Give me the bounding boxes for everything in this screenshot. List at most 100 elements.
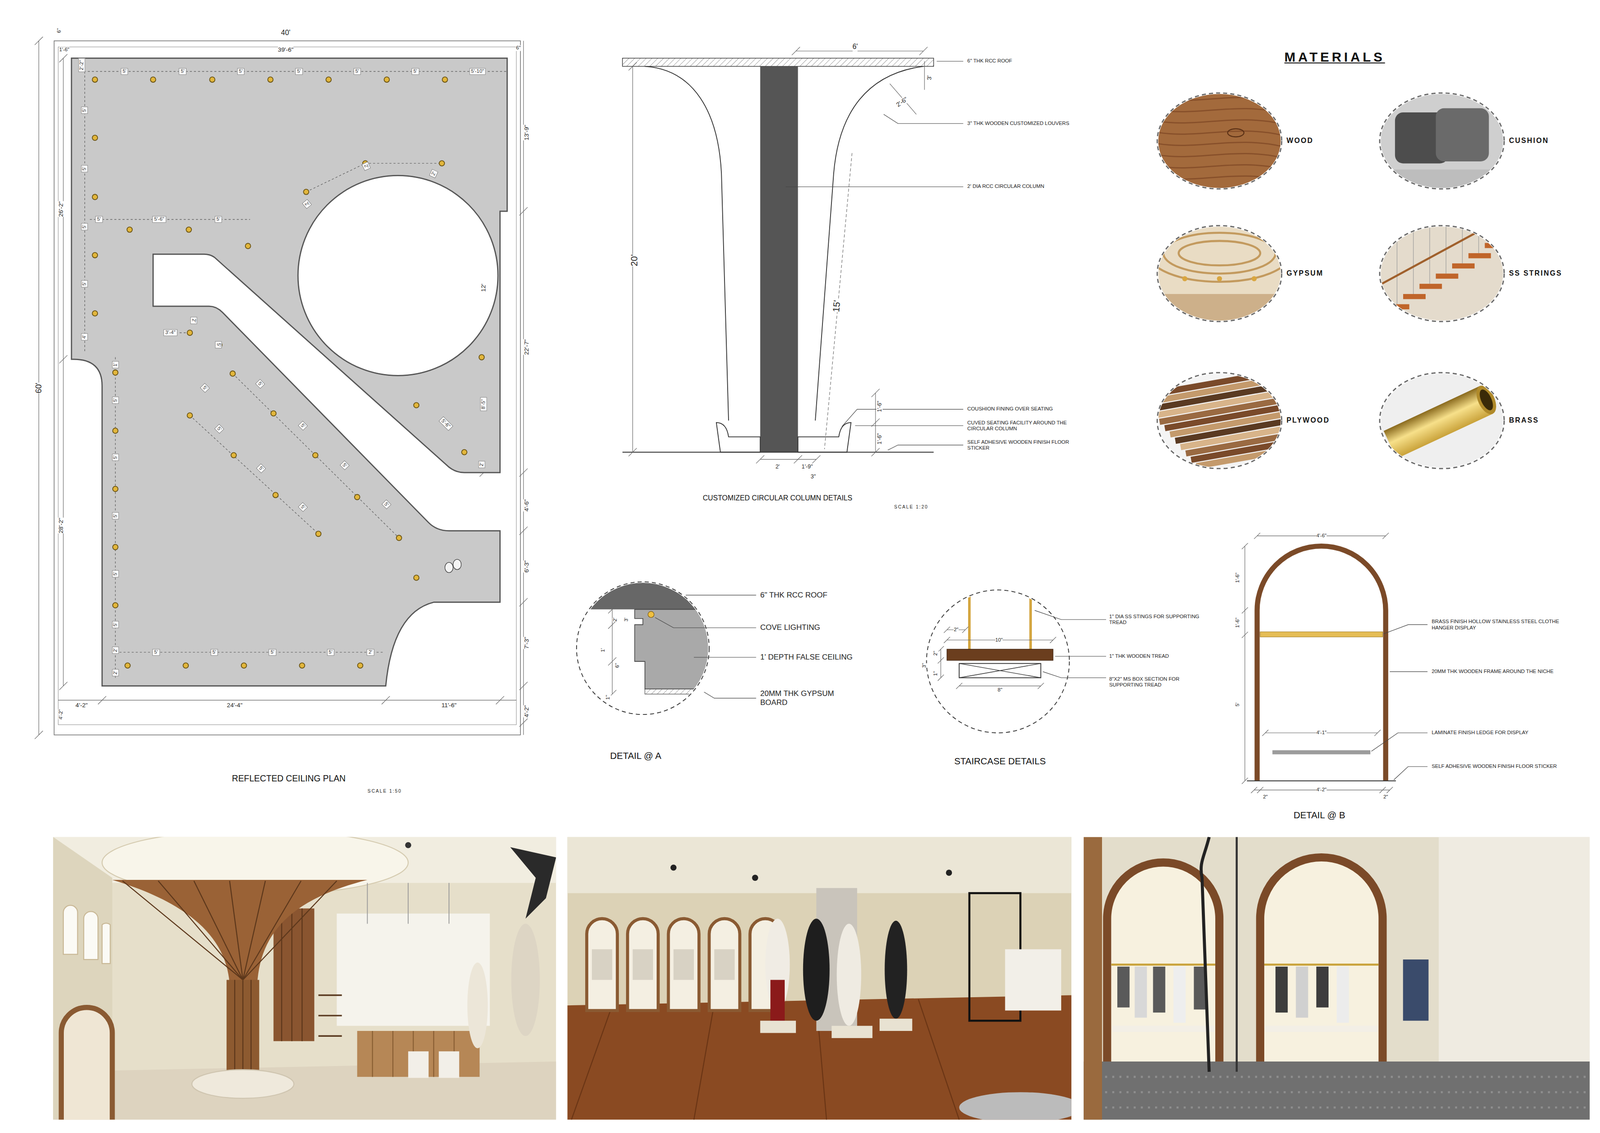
dimension-line xyxy=(1250,786,1393,793)
reflected-ceiling-plan xyxy=(58,46,517,725)
staircase-detail xyxy=(959,663,1041,678)
dimension-label: 5' xyxy=(339,460,350,471)
render-niche xyxy=(1264,963,1379,966)
downlight xyxy=(209,76,215,83)
dimension-label: 7'-3" xyxy=(523,636,531,649)
dimension-line xyxy=(924,61,925,90)
dimension-label: 5' xyxy=(111,453,119,461)
render-niche xyxy=(1111,963,1216,966)
dimension-label: 1' xyxy=(600,648,606,652)
render-showroom xyxy=(709,918,740,1010)
drawing-title: STAIRCASE DETAILS xyxy=(954,755,1046,767)
material-image xyxy=(1435,108,1489,162)
render-niche xyxy=(1260,857,1383,1062)
render-showroom xyxy=(567,836,1072,1120)
render-showroom xyxy=(591,948,735,980)
material-image xyxy=(1154,369,1285,472)
dimension-label: 2" xyxy=(1262,794,1268,800)
louver-outline xyxy=(622,451,934,453)
downlight xyxy=(439,160,445,166)
dimension-line xyxy=(1262,729,1381,736)
dimension-line xyxy=(824,153,852,449)
dimension-label: 5' xyxy=(326,648,334,656)
downlight xyxy=(396,535,402,541)
material-image xyxy=(1376,89,1508,192)
callout-note: COVE LIGHTING xyxy=(760,623,914,633)
material-image xyxy=(1478,222,1479,254)
dimension-label: 2' xyxy=(111,668,119,676)
leader-line xyxy=(841,408,964,427)
dimension-label: 5' xyxy=(214,216,223,223)
downlight xyxy=(442,76,448,83)
dimension-label: 4'-6" xyxy=(1316,532,1327,539)
material-image xyxy=(1452,263,1475,269)
dimension-label: 6" xyxy=(56,28,63,33)
material-image xyxy=(1494,222,1496,243)
material-image xyxy=(1419,283,1442,289)
leader-line xyxy=(655,595,757,698)
render-reception xyxy=(226,979,260,1082)
render-niche xyxy=(1112,1025,1215,1032)
leader-line xyxy=(1371,624,1428,780)
render-reception xyxy=(448,882,450,924)
dimension-label: 4'-2" xyxy=(1316,786,1327,793)
render-reception xyxy=(193,880,243,980)
downlight xyxy=(413,402,419,408)
material-image xyxy=(1154,142,1285,147)
dimension-label: 2' xyxy=(366,648,374,656)
render-niche xyxy=(1083,836,1590,1120)
scale-note: SCALE 1:20 xyxy=(893,504,929,511)
dimension-label: 5' xyxy=(411,67,419,75)
dimension-line xyxy=(1253,532,1389,539)
reflected-ceiling-plan xyxy=(34,36,528,739)
downlight xyxy=(150,76,156,83)
dimension-label: 1" xyxy=(605,694,612,700)
dimension-label: 2" xyxy=(1383,794,1388,800)
material-image xyxy=(1379,93,1505,189)
staircase-detail xyxy=(937,581,1056,689)
dimension-guide xyxy=(79,63,507,679)
material-image xyxy=(1154,293,1285,325)
dimension-label: 2' xyxy=(111,646,119,654)
material-image xyxy=(1396,222,1398,305)
dimension-label: 6" xyxy=(515,44,521,51)
render-niche xyxy=(1083,836,1103,1120)
dimension-label: 5' xyxy=(200,382,210,393)
material-image xyxy=(1379,372,1505,469)
detail-a xyxy=(576,581,710,715)
render-showroom xyxy=(591,948,613,980)
render-niche xyxy=(1111,963,1379,966)
callout-note: 6" THK RCC ROOF xyxy=(967,58,1111,65)
dimension-label: 1'-6" xyxy=(1234,572,1241,583)
render-niche xyxy=(1134,966,1147,1018)
downlight xyxy=(186,226,192,233)
render-reception xyxy=(122,880,244,980)
render-reception xyxy=(438,1050,459,1078)
dimension-label: 2" xyxy=(953,626,959,633)
render-reception xyxy=(392,1030,394,1077)
downlight xyxy=(312,452,319,458)
leader-line xyxy=(685,594,757,596)
detail-a xyxy=(634,608,720,689)
leader-line xyxy=(655,617,757,628)
render-showroom xyxy=(946,869,953,876)
detail-a xyxy=(644,688,720,694)
callout-note: LAMINATE FINISH LEDGE FOR DISPLAY xyxy=(1431,729,1585,736)
dimension-label: 5' xyxy=(210,648,218,656)
material-image xyxy=(1154,89,1285,192)
render-showroom xyxy=(831,1025,873,1038)
render-showroom xyxy=(571,999,960,1120)
downlight xyxy=(413,574,419,581)
dimension-label: 5' xyxy=(111,511,119,519)
dimension-line xyxy=(755,455,821,464)
staircase-detail xyxy=(1029,581,1032,649)
drawing-title: DETAIL @ B xyxy=(1293,809,1346,821)
render-showroom xyxy=(879,1018,913,1031)
staircase-detail xyxy=(959,663,1041,678)
dimension-label: 5' xyxy=(381,498,392,509)
render-reception xyxy=(467,962,488,1049)
leader-line xyxy=(1042,671,1107,678)
section-heading: MATERIALS xyxy=(1284,49,1386,65)
dimension-label: 8" xyxy=(997,686,1003,693)
